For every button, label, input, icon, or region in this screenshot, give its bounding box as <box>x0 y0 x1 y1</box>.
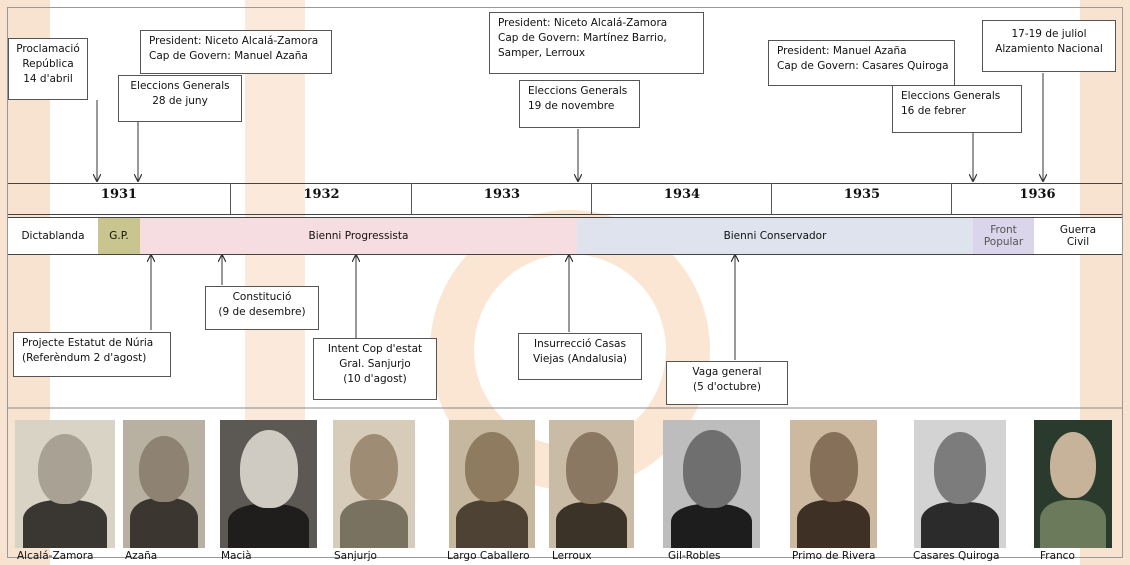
portrait-body <box>339 500 409 548</box>
person-name: Franco <box>1040 550 1075 562</box>
event-constitucio: Constitució (9 de desembre) <box>205 286 319 330</box>
event-alzamiento: 17-19 de juliol Alzamiento Nacional <box>982 20 1116 72</box>
period-front-popular: Front Popular <box>973 218 1034 254</box>
portrait-body <box>796 500 871 548</box>
year-axis-top-line <box>8 183 1122 184</box>
portrait-face <box>934 432 986 504</box>
event-govern-1931: President: Niceto Alcalá-Zamora Cap de G… <box>140 30 332 74</box>
year-1931: 1931 <box>100 187 138 202</box>
portrait-face <box>1050 432 1096 498</box>
event-eleccions-1933: Eleccions Generals 19 de novembre <box>519 80 640 128</box>
portrait-face <box>239 430 298 508</box>
person-name: Alcalá-Zamora <box>17 550 94 562</box>
person-name: Macià <box>221 550 252 562</box>
year-1932: 1932 <box>230 183 412 215</box>
event-casas-viejas: Insurrecció Casas Viejas (Andalusia) <box>518 333 642 380</box>
person-name: Lerroux <box>552 550 592 562</box>
period-gp: G.P. <box>98 218 140 254</box>
period-bienni-conservador: Bienni Conservador <box>577 218 973 254</box>
event-govern-1933: President: Niceto Alcalá-Zamora Cap de G… <box>489 12 704 74</box>
portrait-body <box>555 502 628 548</box>
portrait-gil-robles <box>663 420 760 548</box>
portrait-lerroux <box>549 420 634 548</box>
portrait-body <box>670 504 753 548</box>
event-eleccions-1936: Eleccions Generals 16 de febrer <box>892 85 1022 133</box>
portrait-franco <box>1034 420 1112 548</box>
portrait-body <box>129 498 199 548</box>
person-name: Sanjurjo <box>334 550 377 562</box>
portrait-largo-caballero <box>449 420 535 548</box>
event-sanjurjada: Intent Cop d'estat Gral. Sanjurjo (10 d'… <box>313 338 437 400</box>
portrait-sanjurjo <box>333 420 415 548</box>
portrait-face <box>565 432 618 504</box>
event-proclamacio: Proclamació República 14 d'abril <box>8 38 88 100</box>
portrait-face <box>139 436 189 502</box>
person-name: Azaña <box>125 550 158 562</box>
portrait-primo-de-rivera <box>790 420 877 548</box>
diagram-frame <box>7 7 1123 558</box>
periods-top-line <box>8 217 1122 218</box>
portrait-face <box>809 432 858 502</box>
year-1933: 1933 <box>411 183 592 215</box>
year-axis-bottom-line <box>8 214 1122 215</box>
year-1936: 1936 <box>951 183 1123 215</box>
portrait-alcala-zamora <box>15 420 115 548</box>
portrait-face <box>38 434 92 504</box>
person-name: Largo Caballero <box>447 550 530 562</box>
portrait-body <box>227 504 310 548</box>
period-bienni-progressista: Bienni Progressista <box>140 218 577 254</box>
person-name: Casares Quiroga <box>913 550 1000 562</box>
person-name: Gil-Robles <box>668 550 721 562</box>
portrait-face <box>350 434 398 500</box>
portrait-body <box>23 500 107 548</box>
period-guerra-civil: Guerra Civil <box>1034 218 1122 254</box>
portrait-azana <box>123 420 205 548</box>
year-axis: 1931 1932 1933 1934 1935 1936 <box>8 183 1122 215</box>
person-name: Primo de Rivera <box>792 550 876 562</box>
event-eleccions-1931: Eleccions Generals 28 de juny <box>118 75 242 122</box>
portrait-macia <box>220 420 317 548</box>
event-govern-1936: President: Manuel Azaña Cap de Govern: C… <box>768 40 955 86</box>
periods-bottom-line <box>8 254 1122 255</box>
portrait-casares-quiroga <box>914 420 1006 548</box>
portrait-body <box>455 500 529 548</box>
year-1935: 1935 <box>771 183 952 215</box>
period-dictablanda: Dictablanda <box>8 218 98 254</box>
portrait-body <box>1040 500 1106 548</box>
event-vaga: Vaga general (5 d'octubre) <box>666 361 788 405</box>
event-estatut: Projecte Estatut de Núria (Referèndum 2 … <box>13 332 171 377</box>
portrait-face <box>682 430 741 508</box>
year-1934: 1934 <box>591 183 772 215</box>
portrait-body <box>921 502 999 548</box>
portrait-face <box>465 432 519 502</box>
